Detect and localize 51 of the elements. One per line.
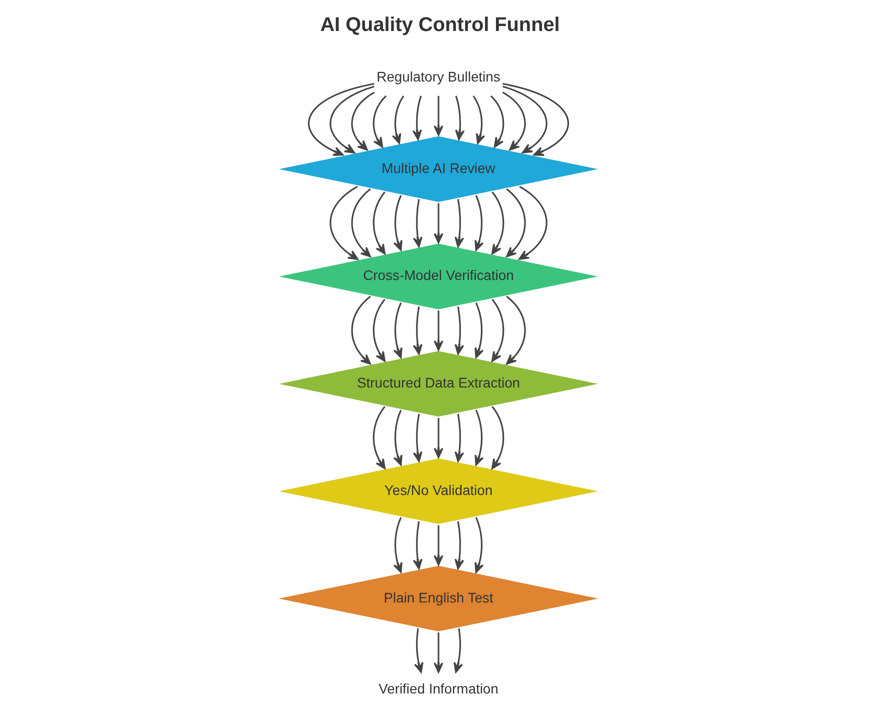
- arrow: [414, 628, 423, 673]
- arrow: [350, 92, 374, 151]
- arrow: [506, 188, 526, 258]
- arrow: [372, 95, 386, 148]
- arrow: [433, 203, 443, 244]
- arrow: [490, 406, 504, 470]
- arrow: [433, 96, 443, 136]
- arrow: [506, 296, 526, 365]
- arrow: [329, 186, 358, 260]
- arrow: [433, 525, 443, 566]
- arrow: [433, 418, 443, 458]
- arrow: [392, 195, 402, 251]
- arrow: [372, 298, 386, 362]
- arrow: [433, 310, 443, 351]
- arrow: [502, 92, 526, 151]
- arrow: [329, 86, 374, 154]
- arrow: [472, 95, 485, 144]
- arrow: [412, 414, 422, 462]
- arrow: [392, 302, 402, 358]
- arrow: [308, 82, 374, 156]
- arrow: [490, 191, 504, 254]
- arrow: [391, 95, 404, 144]
- arrow: [454, 306, 464, 355]
- arrow: [490, 298, 504, 362]
- arrow: [490, 95, 504, 148]
- arrow: [454, 199, 464, 248]
- arrow: [433, 632, 443, 673]
- arrow: [392, 517, 402, 573]
- arrow: [454, 96, 464, 140]
- diagram-title: AI Quality Control Funnel: [320, 14, 560, 36]
- arrow: [350, 296, 370, 365]
- arrow: [392, 410, 402, 466]
- arrow: [453, 628, 462, 673]
- arrow: [474, 410, 484, 466]
- arrow: [412, 521, 422, 570]
- arrow: [502, 82, 568, 156]
- arrow: [372, 191, 386, 254]
- arrow: [502, 86, 547, 154]
- arrow: [454, 414, 464, 462]
- arrow: [474, 517, 484, 573]
- arrow: [518, 186, 547, 260]
- arrow: [412, 199, 422, 248]
- node-text: Verified Information: [378, 680, 498, 697]
- arrow: [474, 302, 484, 358]
- arrow: [474, 195, 484, 251]
- arrow: [372, 406, 386, 470]
- arrow: [412, 96, 422, 140]
- arrow: [350, 188, 370, 258]
- arrow: [412, 306, 422, 355]
- arrow: [454, 521, 464, 570]
- node-text: Regulatory Bulletins: [376, 68, 500, 84]
